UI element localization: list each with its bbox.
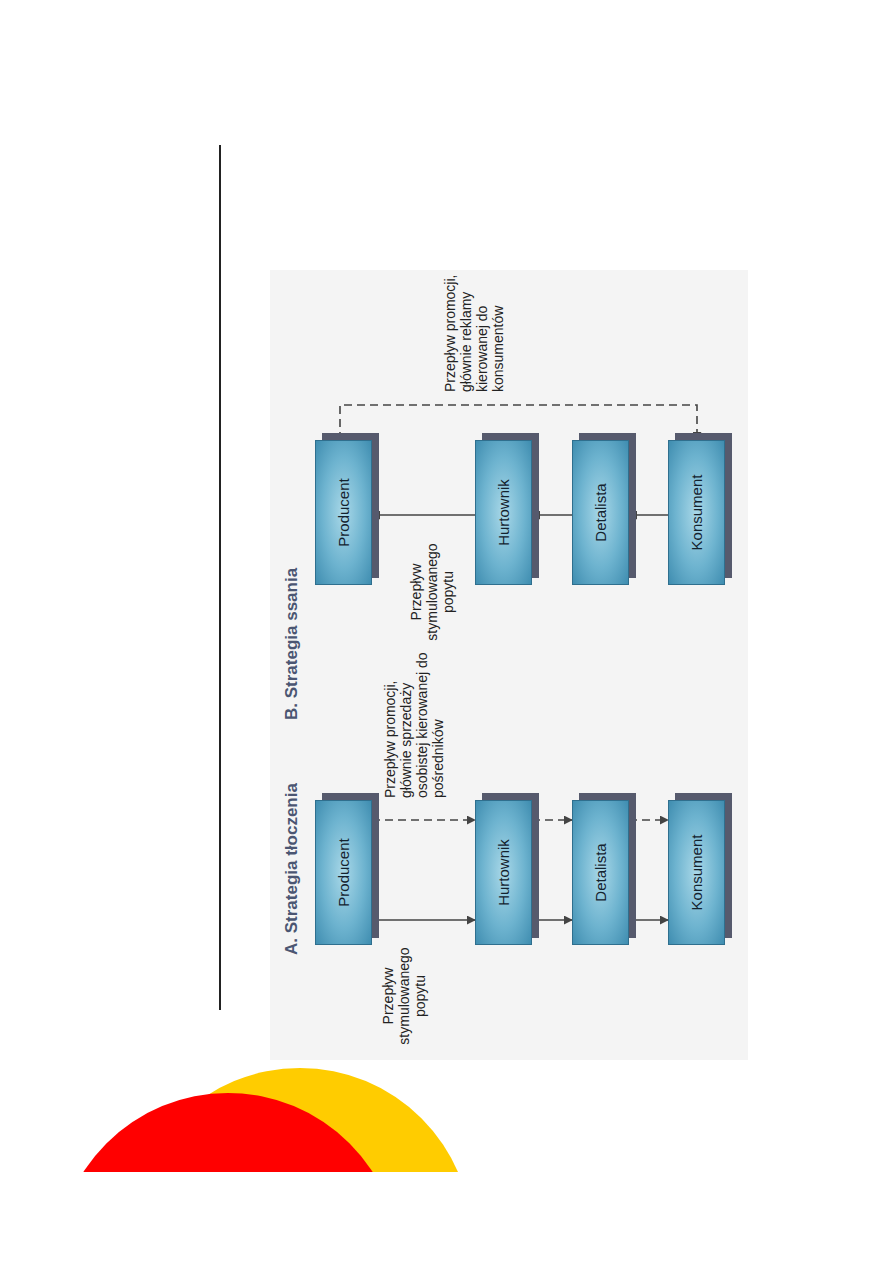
process-box: Konsument [668,800,725,945]
box-label: Konsument [688,827,705,919]
diagram-area: ProducentHurtownikDetalistaKonsumentProd… [210,130,750,1060]
promotion-flow-arrow [532,819,572,821]
box-label: Producent [335,470,352,554]
promotion-flow-arrow [340,405,697,440]
flow-label: Przepływ stymulowanego popytu [380,940,428,1052]
process-box: Konsument [668,440,725,585]
box-label: Hurtownik [495,831,512,914]
process-box: Producent [315,800,372,945]
box-label: Konsument [688,467,705,559]
process-box: Producent [315,440,372,585]
red-disc [56,1093,400,1172]
demand-flow-arrow [372,514,475,516]
demand-flow-arrow [629,919,668,921]
demand-flow-arrow [372,919,475,921]
box-label: Detalista [592,475,609,549]
demand-flow-arrow [629,514,668,516]
demand-flow-arrow [532,919,572,921]
demand-flow-arrow [532,514,572,516]
header-rule [219,145,221,1010]
process-box: Detalista [572,800,629,945]
flow-label: Przepływ promocji, głównie reklamy kiero… [442,272,506,392]
box-label: Hurtownik [495,471,512,554]
flow-label: Przepływ stymulowanego popytu [408,532,456,652]
flow-label: Przepływ promocji, głównie sprzedaży oso… [382,633,446,798]
process-box: Hurtownik [475,440,532,585]
panel-heading: B. Strategia ssania [282,568,302,720]
process-box: Hurtownik [475,800,532,945]
process-box: Detalista [572,440,629,585]
promotion-flow-arrow [629,819,668,821]
box-label: Producent [335,830,352,914]
panel-ground [270,270,748,1060]
promotion-flow-arrow [372,819,475,821]
panel-heading: A. Strategia tłoczenia [282,783,302,955]
box-label: Detalista [592,835,609,909]
